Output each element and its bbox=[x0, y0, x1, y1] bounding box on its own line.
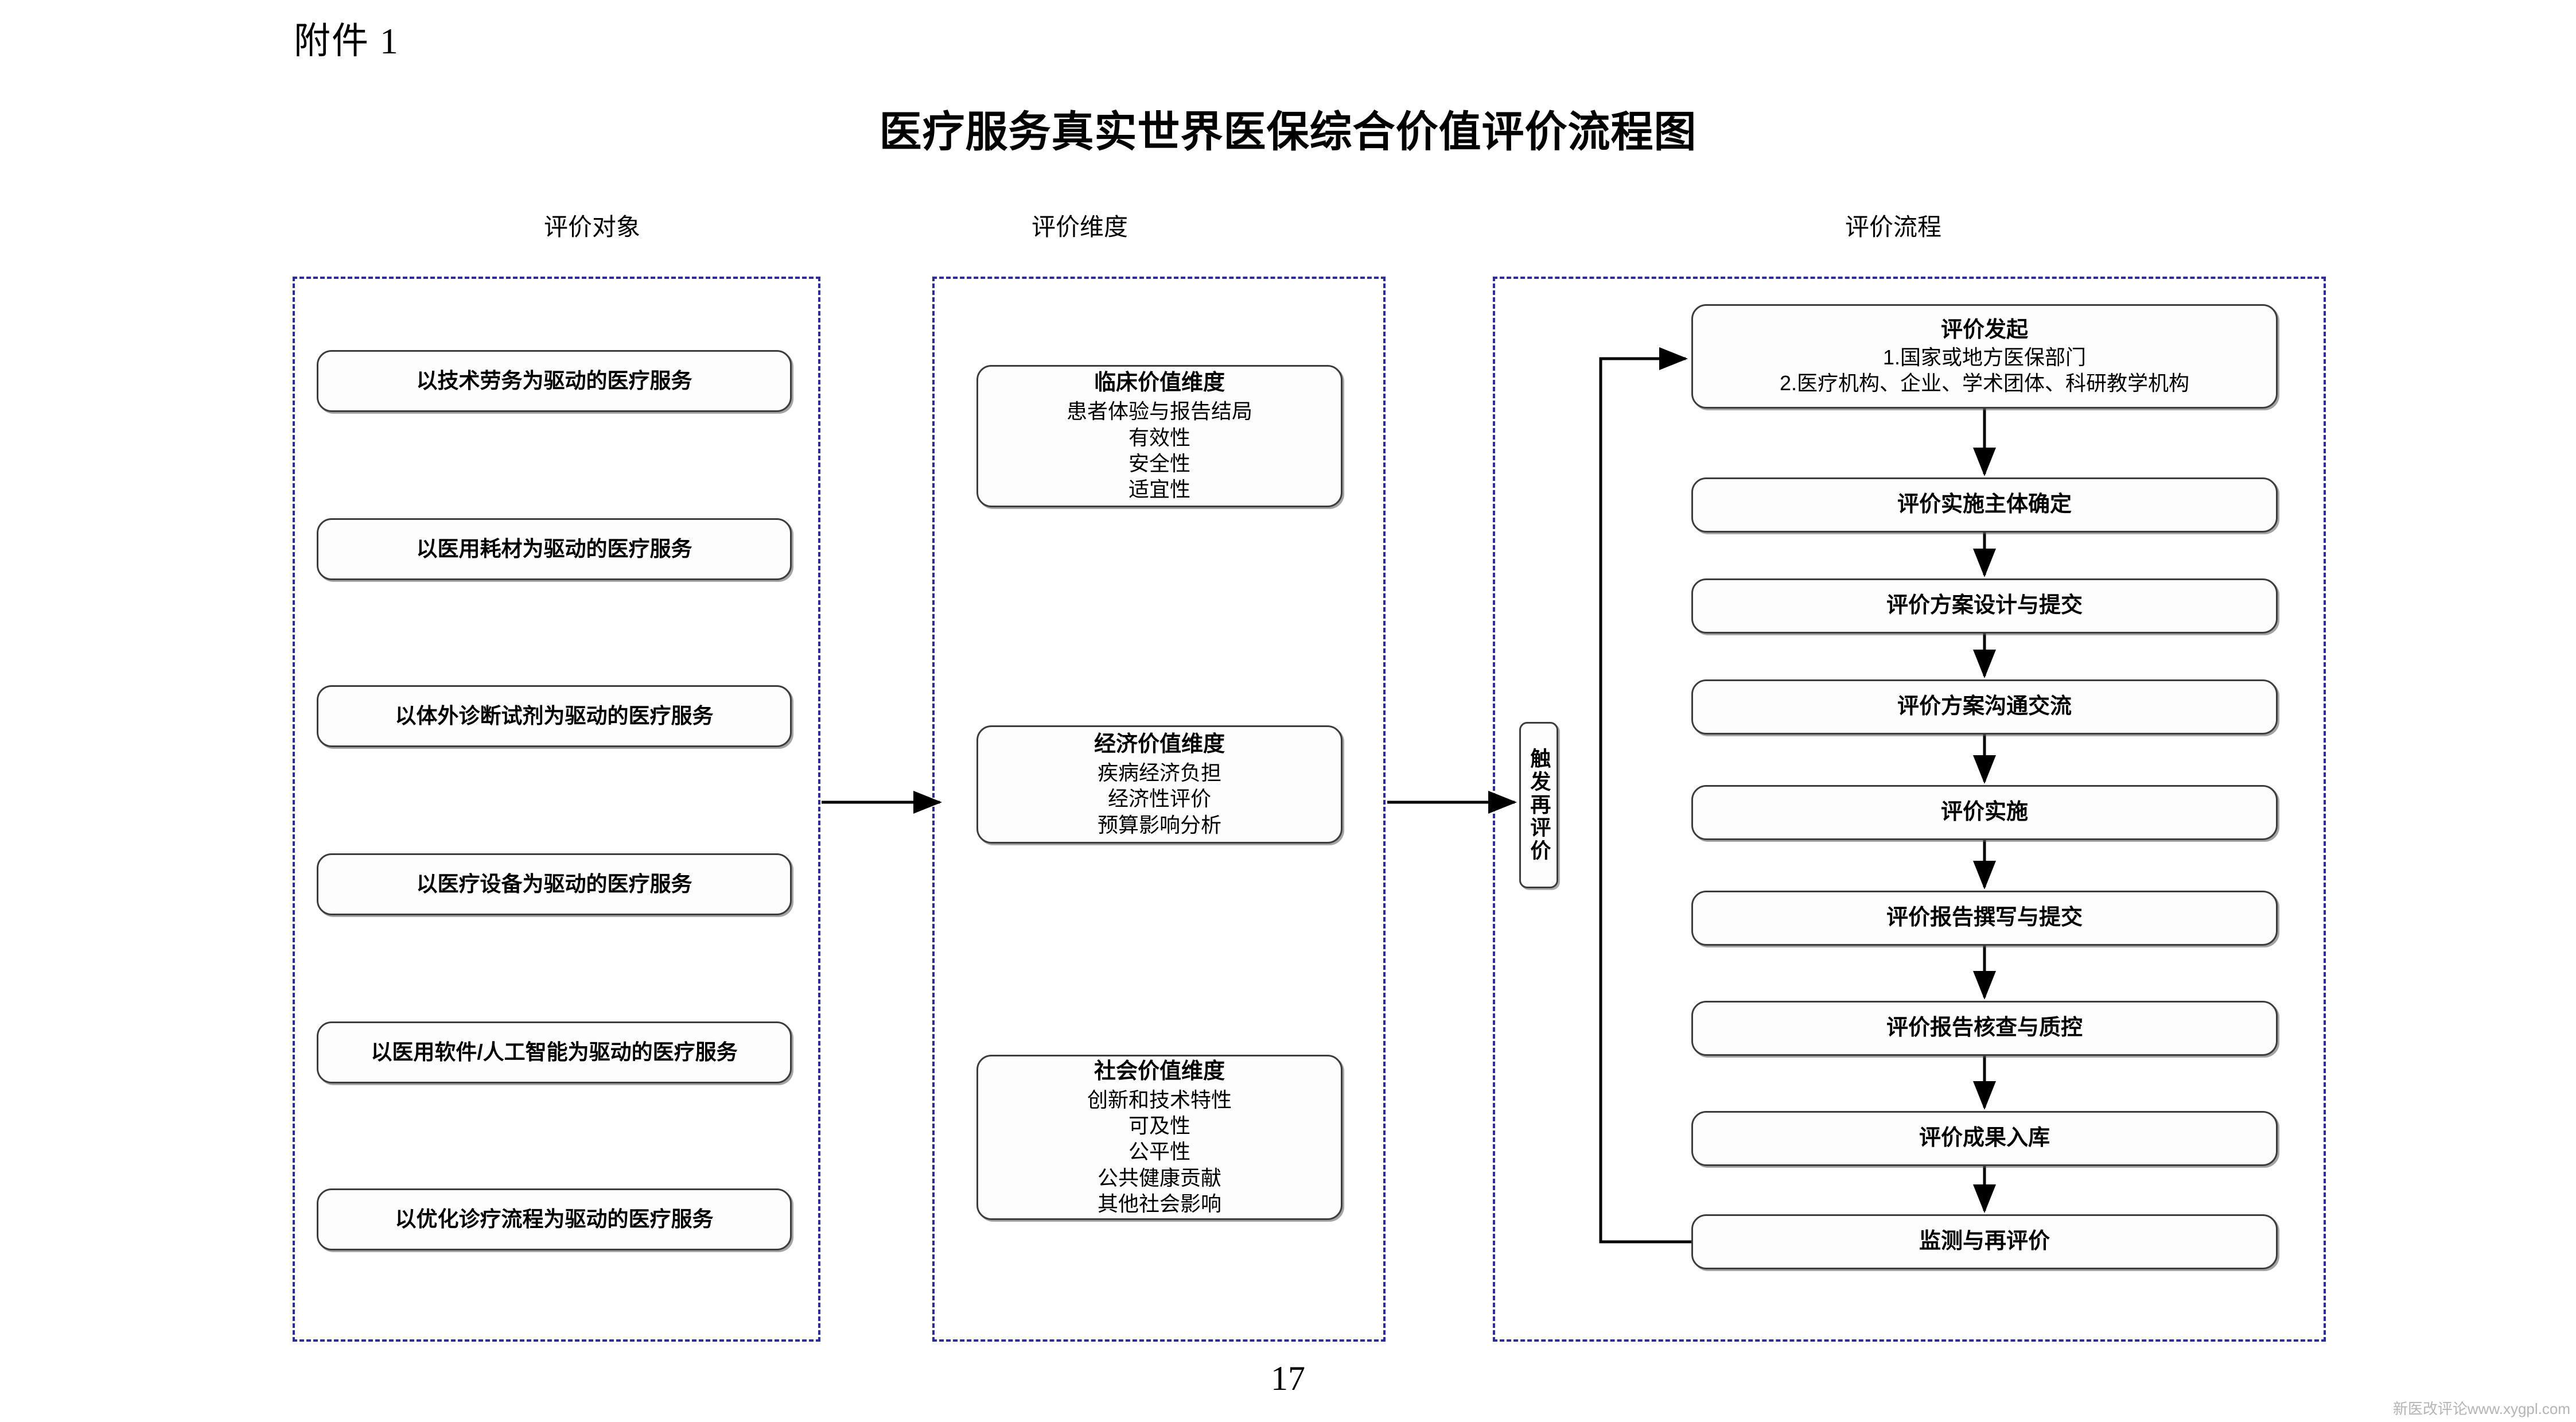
process-initiation-line-2: 2.医疗机构、企业、学术团体、科研教学机构 bbox=[1779, 371, 2190, 395]
column-header-objects: 评价对象 bbox=[543, 213, 640, 240]
process-box-step-4[interactable]: 评价实施 bbox=[1691, 785, 2278, 840]
column-header-process: 评价流程 bbox=[1845, 213, 1941, 240]
object-label: 以技术劳务为驱动的医疗服务 bbox=[416, 368, 692, 393]
object-box-6[interactable]: 以优化诊疗流程为驱动的医疗服务 bbox=[317, 1188, 792, 1250]
dimension-item: 公共健康贡献 bbox=[1097, 1165, 1221, 1190]
process-step-label: 评价成果入库 bbox=[1919, 1126, 2050, 1151]
process-box-step-1[interactable]: 评价实施主体确定 bbox=[1691, 477, 2278, 533]
process-step-label: 评价报告核查与质控 bbox=[1886, 1016, 2083, 1040]
object-box-5[interactable]: 以医用软件/人工智能为驱动的医疗服务 bbox=[317, 1021, 792, 1083]
dimension-item: 预算影响分析 bbox=[1097, 813, 1221, 837]
process-box-step-3[interactable]: 评价方案沟通交流 bbox=[1691, 679, 2278, 735]
dimension-item: 创新和技术特性 bbox=[1087, 1087, 1232, 1112]
panel-evaluation-objects bbox=[293, 277, 820, 1342]
object-box-4[interactable]: 以医疗设备为驱动的医疗服务 bbox=[317, 853, 792, 915]
process-box-step-7[interactable]: 评价成果入库 bbox=[1691, 1111, 2278, 1166]
dimension-item: 疾病经济负担 bbox=[1097, 760, 1221, 784]
object-box-3[interactable]: 以体外诊断试剂为驱动的医疗服务 bbox=[317, 685, 792, 747]
watermark: 新医改评论www.xygpl.com bbox=[2392, 1400, 2570, 1417]
dimension-item: 有效性 bbox=[1128, 425, 1190, 449]
process-box-step-2[interactable]: 评价方案设计与提交 bbox=[1691, 578, 2278, 634]
object-label: 以医用耗材为驱动的医疗服务 bbox=[416, 537, 692, 561]
process-step-label: 评价方案设计与提交 bbox=[1886, 593, 2083, 618]
dimension-item: 经济性评价 bbox=[1107, 787, 1211, 811]
dimension-box-clinical[interactable]: 临床价值维度 患者体验与报告结局 有效性 安全性 适宜性 bbox=[976, 365, 1343, 507]
process-initiation-title: 评价发起 bbox=[1940, 317, 2028, 342]
dimension-box-economic[interactable]: 经济价值维度 疾病经济负担 经济性评价 预算影响分析 bbox=[976, 725, 1343, 844]
object-label: 以体外诊断试剂为驱动的医疗服务 bbox=[395, 704, 714, 728]
process-box-step-8[interactable]: 监测与再评价 bbox=[1691, 1214, 2278, 1269]
dimension-item: 公平性 bbox=[1128, 1140, 1190, 1164]
object-label: 以医用软件/人工智能为驱动的医疗服务 bbox=[371, 1040, 738, 1064]
dimension-title: 临床价值维度 bbox=[1094, 371, 1225, 395]
process-step-label: 评价实施 bbox=[1940, 800, 2028, 825]
page-number: 17 bbox=[1271, 1359, 1305, 1397]
dimension-title: 经济价值维度 bbox=[1094, 732, 1225, 757]
dimension-item: 其他社会影响 bbox=[1097, 1191, 1221, 1215]
process-initiation-line-1: 1.国家或地方医保部门 bbox=[1882, 345, 2087, 369]
process-box-step-6[interactable]: 评价报告核查与质控 bbox=[1691, 1001, 2278, 1056]
column-header-dimensions: 评价维度 bbox=[1031, 213, 1128, 240]
dimension-item: 安全性 bbox=[1128, 451, 1190, 475]
object-label: 以优化诊疗流程为驱动的医疗服务 bbox=[395, 1207, 714, 1231]
object-box-2[interactable]: 以医用耗材为驱动的医疗服务 bbox=[317, 518, 792, 580]
dimension-item: 可及性 bbox=[1128, 1113, 1190, 1137]
process-step-label: 评价报告撰写与提交 bbox=[1886, 906, 2083, 930]
object-box-1[interactable]: 以技术劳务为驱动的医疗服务 bbox=[317, 350, 792, 412]
dimension-item: 患者体验与报告结局 bbox=[1066, 399, 1252, 424]
trigger-reevaluation-box[interactable]: 触发再评价 bbox=[1519, 722, 1558, 888]
process-box-initiation[interactable]: 评价发起 1.国家或地方医保部门 2.医疗机构、企业、学术团体、科研教学机构 bbox=[1691, 304, 2278, 409]
object-label: 以医疗设备为驱动的医疗服务 bbox=[416, 872, 692, 896]
page-title: 医疗服务真实世界医保综合价值评价流程图 bbox=[879, 109, 1697, 156]
dimension-box-social[interactable]: 社会价值维度 创新和技术特性 可及性 公平性 公共健康贡献 其他社会影响 bbox=[976, 1055, 1343, 1220]
process-step-label: 评价实施主体确定 bbox=[1897, 492, 2072, 517]
process-box-step-5[interactable]: 评价报告撰写与提交 bbox=[1691, 891, 2278, 946]
process-step-label: 监测与再评价 bbox=[1919, 1229, 2050, 1254]
attachment-label: 附件 1 bbox=[294, 21, 399, 61]
trigger-reevaluation-label: 触发再评价 bbox=[1527, 748, 1551, 862]
dimension-title: 社会价值维度 bbox=[1094, 1059, 1225, 1083]
process-step-label: 评价方案沟通交流 bbox=[1897, 694, 2072, 719]
dimension-item: 适宜性 bbox=[1128, 477, 1190, 502]
